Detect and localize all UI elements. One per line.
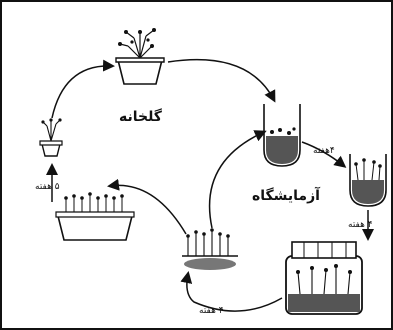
arrow-plantlets-to-tube bbox=[208, 130, 267, 229]
small-potted-plant bbox=[39, 118, 63, 157]
plantlet-cluster bbox=[182, 228, 238, 270]
arrow-pot-to-plant bbox=[51, 59, 115, 119]
arrow-jar-to-plantlets bbox=[180, 271, 283, 312]
laboratory-label: آزمایشگاه bbox=[252, 188, 320, 204]
culture-jar bbox=[285, 241, 363, 315]
culture-tube-2 bbox=[349, 154, 387, 207]
step-label-bottom: ۴ هفته bbox=[199, 306, 224, 316]
seedling-tray bbox=[55, 192, 135, 241]
large-potted-plant bbox=[115, 28, 165, 85]
cycle-arrows bbox=[46, 58, 374, 312]
arrow-plant-to-tube bbox=[167, 58, 276, 103]
arrow-tube-to-tube bbox=[301, 141, 347, 168]
arrow-plantlets-to-tray bbox=[107, 178, 187, 235]
step-label-right: ۴ هفته bbox=[348, 220, 373, 230]
step-label-top-right: ۴هفته bbox=[313, 146, 335, 156]
culture-tube-1 bbox=[263, 104, 301, 167]
greenhouse-label: گلخانه bbox=[119, 109, 162, 125]
step-label-left: ۵ هفته bbox=[35, 182, 60, 192]
